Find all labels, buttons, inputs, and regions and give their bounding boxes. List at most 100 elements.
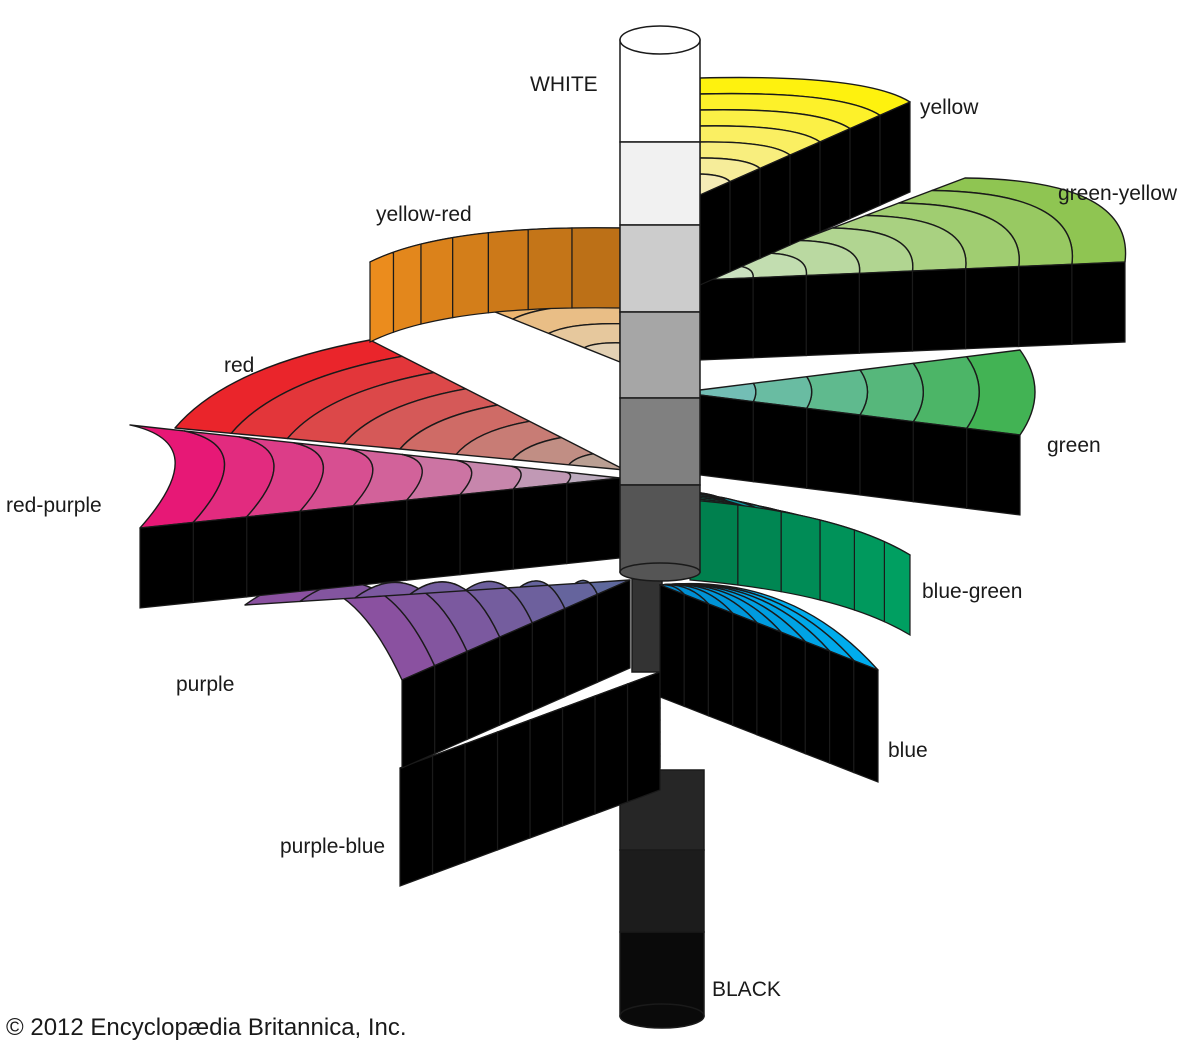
slab-yellow (699, 76, 911, 286)
label-black: BLACK (712, 978, 781, 1001)
chroma-step-side (789, 140, 821, 247)
chroma-step-side (406, 494, 461, 581)
chroma-step-side (431, 743, 466, 875)
outer-side-segment (452, 232, 489, 319)
outer-side-segment (369, 251, 395, 343)
chroma-step-side (780, 631, 806, 755)
chroma-step-side (858, 270, 914, 354)
chroma-step-side (499, 621, 533, 727)
slab-purple-blue (399, 671, 661, 887)
chroma-step-side (626, 671, 661, 803)
chroma-step-side (192, 516, 248, 604)
value-step (619, 397, 701, 486)
chroma-step-side (352, 499, 408, 587)
chroma-step-side (594, 683, 629, 815)
slab-red (174, 339, 626, 471)
chroma-step-side (752, 274, 807, 359)
label-red-purple: red-purple (6, 494, 102, 517)
chroma-band-top (806, 369, 869, 416)
axis-top-cap (619, 25, 701, 55)
chroma-step-side (912, 421, 968, 509)
chroma-step-side (707, 603, 734, 727)
chroma-band-top (564, 471, 621, 485)
label-yellow: yellow (920, 96, 979, 119)
slab-blue (659, 582, 879, 783)
copyright-notice: © 2012 Encyclopædia Britannica, Inc. (6, 1014, 407, 1041)
outer-side-segment (883, 540, 911, 637)
slab-purple (244, 579, 631, 769)
chroma-step-side (965, 265, 1020, 350)
axis-bottom-edge (619, 562, 701, 582)
outer-side-segment (487, 228, 529, 314)
chroma-step-side (466, 636, 501, 741)
label-purple: purple (176, 673, 234, 696)
chroma-step-side (561, 695, 596, 827)
outer-side-segment (527, 227, 573, 311)
chroma-step-side (401, 664, 436, 769)
chroma-step-side (911, 268, 967, 352)
outer-side-segment (737, 504, 782, 593)
chroma-step-side (566, 477, 621, 565)
chroma-step-side (399, 755, 434, 887)
label-blue: blue (888, 739, 928, 762)
value-step (619, 39, 701, 143)
chroma-step-side (879, 101, 911, 207)
chroma-step-side (806, 407, 861, 496)
label-green-yellow: green-yellow (1058, 182, 1178, 205)
chroma-band-top (859, 362, 924, 423)
label-purple-blue: purple-blue (280, 835, 385, 858)
chroma-step-side (752, 401, 808, 489)
value-step (619, 849, 705, 933)
chroma-step-side (464, 731, 499, 863)
chroma-step-side (759, 154, 791, 260)
outer-side-segment (853, 529, 885, 623)
chroma-step-side (859, 414, 914, 503)
chroma-step-side (699, 277, 754, 361)
chroma-step-side (299, 505, 354, 592)
value-step (619, 931, 705, 1017)
chroma-step-side (496, 719, 531, 851)
chroma-step-side (531, 607, 566, 712)
chroma-step-side (853, 659, 879, 783)
chroma-step-side (459, 488, 514, 576)
chroma-band-top (583, 342, 621, 363)
label-white: WHITE (530, 73, 598, 96)
chroma-step-side (1018, 263, 1073, 348)
chroma-step-side (804, 640, 831, 764)
chroma-step-side (564, 593, 598, 698)
value-step (619, 311, 701, 399)
chroma-band-top (574, 579, 631, 595)
chroma-step-side (756, 621, 782, 746)
chroma-step-side (699, 394, 754, 483)
chroma-step-side (596, 579, 631, 684)
chroma-step-side (732, 612, 758, 736)
chroma-step-side (529, 707, 564, 839)
chroma-step-side (805, 272, 860, 357)
slab-green (699, 349, 1036, 516)
outer-side-segment (420, 236, 454, 325)
slab-blue-green (689, 489, 911, 637)
value-step (631, 574, 663, 673)
value-step (619, 141, 701, 226)
chroma-step-side (659, 584, 685, 708)
value-step (619, 484, 701, 573)
outer-side-segment (689, 499, 739, 586)
label-red: red (224, 354, 254, 377)
chroma-step-side (966, 427, 1021, 516)
outer-side-segment (819, 519, 855, 611)
chroma-step-side (849, 114, 881, 220)
chroma-step-side (829, 650, 855, 774)
axis-bottom-cap (619, 1003, 705, 1029)
black-axis (619, 574, 705, 1029)
chroma-step-side (699, 180, 731, 286)
value-step (619, 224, 701, 313)
chroma-step-side (683, 593, 709, 717)
white-axis (619, 25, 701, 582)
slab-red-purple (129, 424, 621, 609)
chroma-step-side (434, 650, 468, 755)
slab-green-yellow (699, 177, 1127, 361)
outer-side-segment (780, 510, 821, 601)
chroma-step-side (246, 510, 301, 598)
